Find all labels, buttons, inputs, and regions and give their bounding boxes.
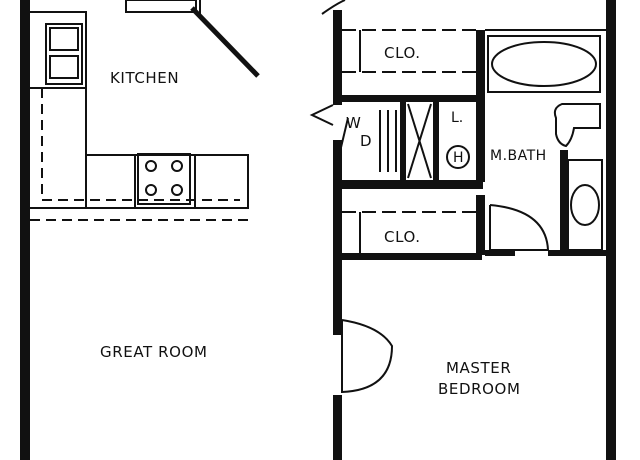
bathtub — [487, 35, 601, 93]
interior-walls — [333, 10, 606, 460]
laundry-partition-2 — [433, 102, 439, 182]
cooktop — [137, 153, 191, 205]
left-exterior-wall — [20, 0, 30, 460]
sink-icon — [570, 184, 600, 226]
exterior-walls — [20, 0, 616, 460]
laundry-d-label: D — [360, 132, 372, 150]
master-bath-label: M.BATH — [490, 148, 547, 164]
central-wall-lower — [333, 395, 342, 460]
vanity — [567, 159, 603, 251]
bath-bottom-wall — [485, 250, 515, 256]
bath-bottom-wall-right — [548, 250, 606, 256]
right-exterior-wall — [606, 0, 616, 460]
bathtub-basin — [491, 41, 597, 87]
closet-lower — [342, 211, 476, 253]
great-room-label: GREAT ROOM — [100, 343, 208, 361]
kitchen-counter-dash — [41, 88, 240, 201]
laundry-w-label: W — [346, 114, 361, 132]
master-bedroom-label-line2: BEDROOM — [438, 380, 521, 398]
laundry-top-wall — [333, 95, 483, 102]
closet-bath-wall-lower — [476, 195, 485, 255]
kitchen-opening — [125, 0, 260, 78]
closet-upper-label: CLO. — [384, 44, 421, 62]
kitchen-label: KITCHEN — [110, 69, 179, 87]
entry-door-swing — [321, 0, 346, 15]
laundry-closet — [337, 103, 432, 179]
water-heater-label: H — [453, 150, 464, 166]
laundry-door-swing — [309, 104, 334, 126]
central-wall-mid — [333, 140, 342, 335]
master-bedroom-label-line1: MASTER — [446, 359, 511, 377]
water-heater-icon — [446, 145, 470, 169]
refrigerator — [45, 23, 83, 85]
laundry-partition-1 — [400, 102, 406, 182]
bath-fixtures — [485, 29, 606, 251]
central-wall-upper — [333, 10, 342, 105]
bath-mid-wall — [560, 150, 568, 256]
bedroom-top-wall — [342, 253, 482, 260]
bedroom-door-swing — [341, 319, 394, 394]
closet-lower-label: CLO. — [384, 228, 421, 246]
closet-bath-wall — [476, 30, 485, 182]
closet-upper — [342, 29, 476, 73]
linen-label: L. — [451, 110, 463, 126]
laundry-bottom-wall — [333, 180, 483, 189]
bath-door-swing — [489, 204, 550, 251]
toilet-icon — [553, 103, 601, 148]
